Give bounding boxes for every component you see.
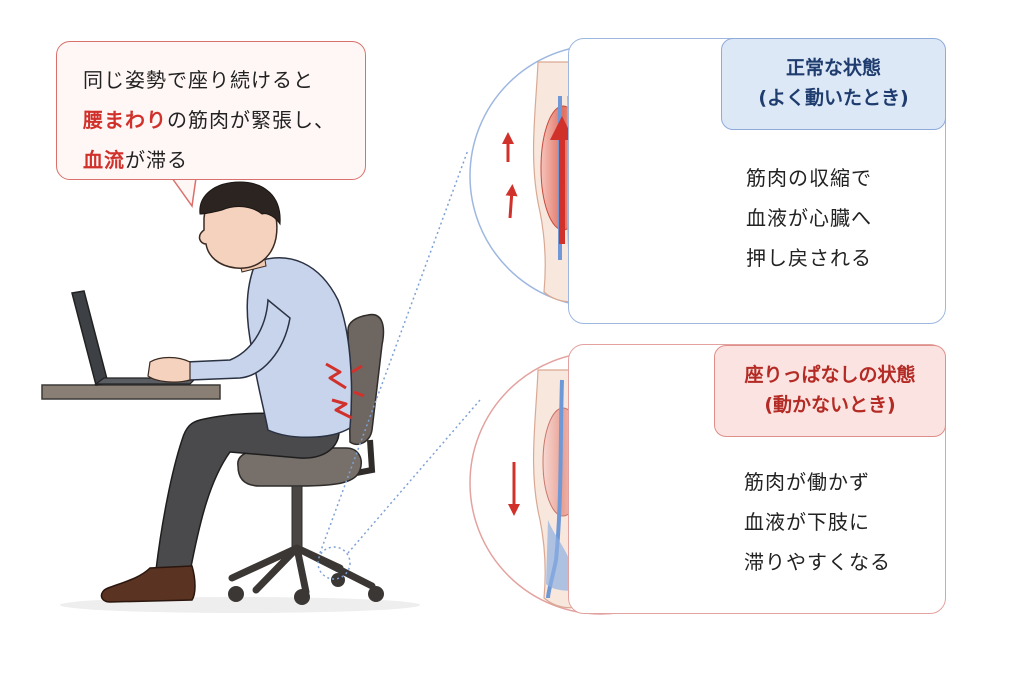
seated-person	[100, 181, 365, 603]
sitting-state-label: 座りっぱなしの状態 (動かないとき)	[714, 345, 946, 437]
normal-state-title: 正常な状態	[785, 57, 881, 79]
normal-state-description: 筋肉の収縮で 血液が心臓へ 押し戻される	[746, 158, 872, 278]
bubble-line-2: 腰まわりの筋肉が緊張し、	[83, 108, 335, 132]
sitting-state-subtitle: (動かないとき)	[764, 394, 896, 416]
speech-bubble: 同じ姿勢で座り続けると 腰まわりの筋肉が緊張し、 血流が滞る	[56, 41, 366, 180]
speech-bubble-tail	[171, 177, 197, 208]
blood-flow-highlight: 血流	[83, 148, 125, 172]
sitting-desc-line-3: 滞りやすくなる	[744, 550, 891, 574]
pain-spark-icon	[325, 362, 365, 420]
normal-state-label: 正常な状態 (よく動いたとき)	[721, 38, 946, 130]
desk	[41, 384, 221, 400]
zoom-connector	[317, 149, 481, 580]
normal-state-subtitle: (よく動いたとき)	[758, 87, 909, 109]
normal-desc-line-1: 筋肉の収縮で	[746, 166, 872, 190]
normal-desc-line-2: 血液が心臓へ	[746, 206, 872, 230]
lower-back-highlight: 腰まわり	[83, 108, 167, 132]
office-chair-icon	[228, 313, 385, 605]
sitting-desc-line-2: 血液が下肢に	[744, 510, 870, 534]
normal-desc-line-3: 押し戻される	[746, 246, 872, 270]
sitting-state-title: 座りっぱなしの状態	[744, 364, 916, 386]
bubble-line-3: 血流が滞る	[83, 148, 188, 172]
bubble-line-1: 同じ姿勢で座り続けると	[83, 68, 314, 92]
sitting-desc-line-1: 筋肉が働かず	[744, 470, 870, 494]
sitting-state-description: 筋肉が働かず 血液が下肢に 滞りやすくなる	[744, 462, 891, 582]
